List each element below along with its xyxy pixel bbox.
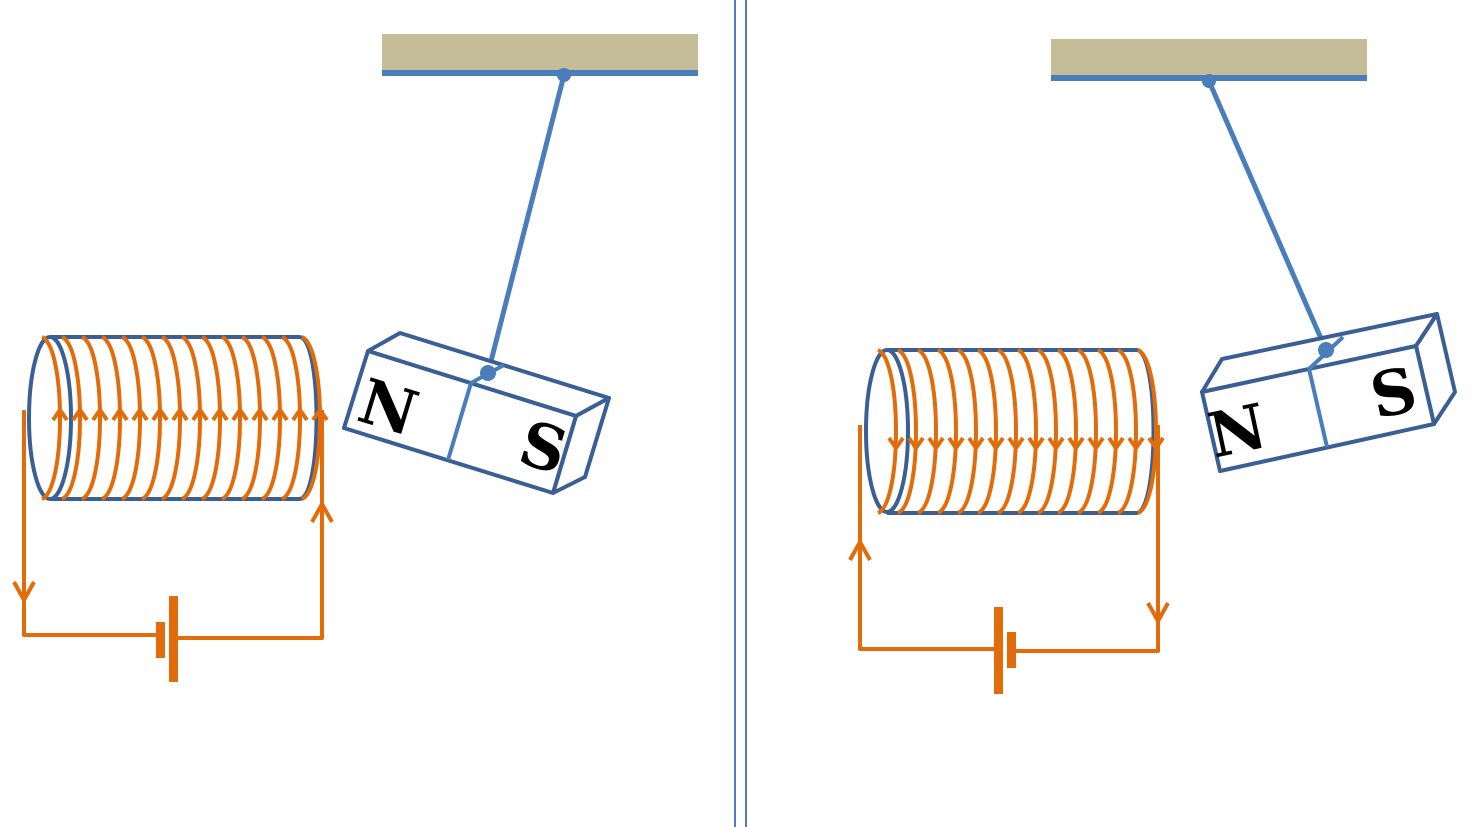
coil-current-arrow (191, 406, 209, 422)
coil-current-arrow (1047, 436, 1065, 452)
coil-turn (936, 348, 958, 515)
coil-turn (80, 335, 102, 501)
left-panel: N S (12, 34, 698, 682)
coil-turn (100, 335, 122, 501)
coil-current-arrow (1007, 436, 1025, 452)
coil-current-arrow (887, 436, 905, 452)
left-battery (156, 596, 178, 682)
right-battery-long-plate (994, 607, 1003, 694)
coil-current-arrow (1027, 436, 1045, 452)
right-wire-arrow-down (1146, 602, 1170, 623)
left-wire-arrow-up (310, 502, 334, 523)
coil-current-arrow (251, 406, 269, 422)
coil-current-arrow (271, 406, 289, 422)
coil-current-arrow (927, 436, 945, 452)
right-bar-magnet (1200, 312, 1457, 473)
coil-current-arrow (231, 406, 249, 422)
right-ceiling (1051, 39, 1367, 81)
left-wire-arrow-down (12, 581, 36, 602)
coil-turn (1036, 348, 1058, 515)
right-solenoid (864, 348, 1165, 515)
coil-turn (896, 348, 918, 515)
coil-turn (220, 335, 242, 501)
left-battery-short-plate (156, 622, 165, 658)
coil-turn (1116, 348, 1138, 515)
coil-turn (40, 335, 62, 501)
coil-current-arrow (907, 436, 925, 452)
coil-current-arrow (967, 436, 985, 452)
coil-turn (1016, 348, 1038, 515)
coil-turn (280, 335, 302, 501)
coil-turn (1076, 348, 1098, 515)
right-string (1202, 74, 1329, 351)
right-wire-arrow-up (848, 540, 872, 561)
coil-current-arrow (51, 406, 69, 422)
coil-turn (956, 348, 978, 515)
coil-current-arrow (151, 406, 169, 422)
coil-current-arrow (1107, 436, 1125, 452)
coil-current-arrow (947, 436, 965, 452)
left-string (485, 68, 571, 374)
coil-current-arrow (1127, 436, 1145, 452)
right-battery-short-plate (1007, 632, 1016, 668)
panel-divider (734, 0, 747, 827)
right-coil-windings (876, 348, 1165, 515)
coil-turn (240, 335, 262, 501)
coil-turn (876, 348, 898, 515)
left-bar-magnet (342, 331, 611, 495)
coil-current-arrow (131, 406, 149, 422)
coil-turn (996, 348, 1018, 515)
left-coil-windings (40, 335, 329, 501)
left-solenoid (27, 335, 329, 501)
coil-turn (140, 335, 162, 501)
coil-turn (160, 335, 182, 501)
coil-turn (976, 348, 998, 515)
coil-turn (1096, 348, 1118, 515)
coil-current-arrow (987, 436, 1005, 452)
coil-turn (916, 348, 938, 515)
coil-current-arrow (171, 406, 189, 422)
coil-turn (200, 335, 222, 501)
coil-current-arrow (211, 406, 229, 422)
coil-turn (1056, 348, 1078, 515)
coil-turn (60, 335, 82, 501)
left-ceiling (382, 34, 698, 76)
coil-current-arrow (111, 406, 129, 422)
left-circuit-wire (12, 410, 334, 640)
coil-current-arrow (291, 406, 309, 422)
coil-current-arrow (1067, 436, 1085, 452)
coil-turn (180, 335, 202, 501)
coil-turn (120, 335, 142, 501)
coil-current-arrow (1087, 436, 1105, 452)
left-battery-long-plate (169, 596, 178, 682)
right-panel: N S (848, 39, 1457, 694)
coil-turn (260, 335, 282, 501)
right-battery (994, 607, 1016, 694)
coil-current-arrow (91, 406, 109, 422)
coil-current-arrow (71, 406, 89, 422)
right-circuit-wire (848, 425, 1170, 653)
